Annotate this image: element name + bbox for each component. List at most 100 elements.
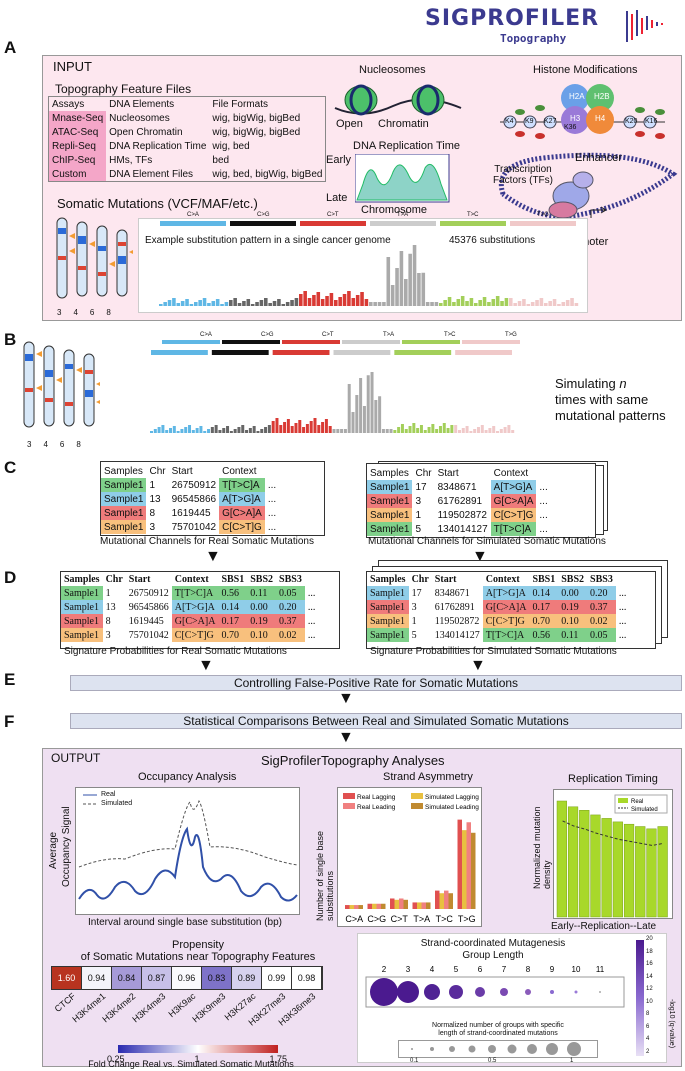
spectrum-bar xyxy=(378,396,382,433)
strand-coord-caption-2: length of strand-coordinated mutations xyxy=(438,1030,558,1037)
strand-coord-caption: Normalized number of groups with specifi… xyxy=(388,1022,608,1038)
group-length-bubble xyxy=(475,987,485,997)
spectrum-bar xyxy=(203,431,207,433)
spectrum-bar xyxy=(210,427,214,433)
group-length-bubble xyxy=(500,988,508,996)
table-cell: 5 xyxy=(415,523,422,535)
table-cell: G[C>A]A xyxy=(219,506,265,520)
scale-max: 1.75 xyxy=(269,1054,287,1064)
spectrum-bar xyxy=(224,302,229,306)
table-cell: 1 xyxy=(415,509,422,521)
spectrum-bar xyxy=(176,303,181,306)
spectrum-bar xyxy=(500,301,504,306)
group-length-bubble xyxy=(397,981,419,1003)
spectrum-bar xyxy=(499,429,503,433)
spectrum-bar xyxy=(473,429,477,433)
occupancy-ylabel-2: Occupancy Signal xyxy=(61,806,72,887)
strand-bar xyxy=(421,902,426,909)
panel-letter-d: D xyxy=(4,568,17,587)
spectrum-bar xyxy=(509,298,513,306)
table-cell: Sample1 xyxy=(101,506,147,520)
spectrum-bar xyxy=(366,375,370,433)
reptime-bar xyxy=(590,814,601,918)
ellipsis: ... xyxy=(618,587,627,599)
table-cell: T[T>C]A xyxy=(171,586,219,600)
enhancer-illustration xyxy=(499,152,678,219)
colorbar-tick: 20 xyxy=(646,936,653,942)
propensity-cell: 0.87 xyxy=(142,967,172,989)
group-length-bubble xyxy=(449,985,463,999)
table-cell: 3 xyxy=(105,629,111,641)
table-cell: 8348671 xyxy=(434,587,470,599)
occupancy-legend-real: Real xyxy=(101,791,116,798)
spectrum-bar xyxy=(305,424,309,433)
strand-tick-label: C>T xyxy=(391,914,409,924)
table-cell: 26750912 xyxy=(171,479,217,491)
group-length-label: 7 xyxy=(502,965,507,974)
example-text: Example substitution pattern in a single… xyxy=(145,235,391,246)
table-cell: 8 xyxy=(149,507,156,519)
features-title: Topography Feature Files xyxy=(55,82,192,96)
strand-bar xyxy=(372,903,377,909)
chrom-label: 4 xyxy=(43,440,48,449)
spectrum-bar xyxy=(329,293,334,306)
statistical-comparison-step: Statistical Comparisons Between Real and… xyxy=(70,713,682,729)
table-cell: 0.17 xyxy=(218,614,248,628)
propensity-title-1: Propensity xyxy=(172,939,224,951)
ellipsis: ... xyxy=(539,509,548,521)
spectrum-bar xyxy=(321,422,325,433)
table-cell: Sample1 xyxy=(61,614,103,628)
spectrum-bar xyxy=(233,429,237,433)
ellipsis: ... xyxy=(539,495,548,507)
strand-bar xyxy=(471,832,476,909)
propensity-cell: 0.83 xyxy=(202,967,232,989)
group-length-label: 4 xyxy=(430,965,435,974)
strand-bar xyxy=(435,890,440,909)
table-cell: A[T>G]A xyxy=(171,600,219,614)
chrom-label: 8 xyxy=(106,308,111,317)
histone-h4: H4 xyxy=(595,114,606,123)
strand-bar xyxy=(358,905,363,909)
spectrum-bar xyxy=(425,302,430,306)
spectrum-bar xyxy=(416,428,420,433)
spectrum-bar xyxy=(397,427,401,433)
spectrum-bar xyxy=(334,300,338,306)
table-cell: 0.00 xyxy=(558,586,588,600)
table-cell: 0.70 xyxy=(218,628,248,642)
real-channels-caption: Mutational Channels for Real Somatic Mut… xyxy=(100,536,314,547)
spectrum-bar xyxy=(476,427,480,433)
spectrum-bar xyxy=(548,301,552,306)
spectrum-bar xyxy=(157,427,161,433)
spectrum-bar xyxy=(382,302,386,306)
app-logo: SIGPROFILER xyxy=(425,6,600,31)
legend-swatch xyxy=(343,793,355,799)
somatic-title: Somatic Mutations (VCF/MAF/etc.) xyxy=(57,196,258,211)
spectrum-svg xyxy=(159,221,579,306)
simulated-line xyxy=(562,820,664,846)
table-cell: 0.05 xyxy=(587,628,616,642)
spectrum-bar xyxy=(412,245,417,306)
histone-h3: H3 xyxy=(570,114,581,123)
spectrum-bar xyxy=(457,430,461,433)
spectrum-bar xyxy=(167,300,172,306)
mark-k16: K16 xyxy=(645,118,658,125)
strand-tick-label: C>A xyxy=(345,914,363,924)
enhancer-label: Enhancer xyxy=(575,152,623,164)
ellipsis: ... xyxy=(307,629,316,641)
reptime-curve xyxy=(355,154,450,203)
sbs-class-bar xyxy=(440,221,506,226)
chromatin-label: Chromatin xyxy=(378,118,429,130)
feature-cell: ChIP-Seq xyxy=(49,153,107,167)
colorbar-tick: 16 xyxy=(646,961,653,967)
strand-legend-label: Simulated Lagging xyxy=(425,794,479,801)
sbs-class-bar xyxy=(300,221,366,226)
reptime-bar xyxy=(635,826,646,918)
reptime-legend-real: Real xyxy=(631,799,643,805)
strand-coordinated-panel: Strand-coordinated Mutagenesis Group Len… xyxy=(357,933,667,1064)
